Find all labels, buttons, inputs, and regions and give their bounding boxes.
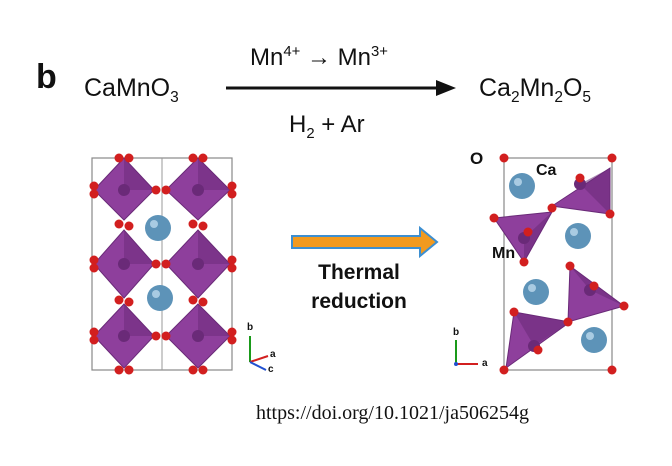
mn-octahedron: [165, 303, 231, 369]
mn-polyhedron: [505, 311, 572, 370]
axis-a-label-left: a: [270, 349, 276, 360]
mn-octahedron: [93, 157, 155, 221]
mn-octahedron: [93, 229, 155, 299]
reaction-conditions-label: H2 + Ar: [289, 111, 365, 142]
axis-a-label-right: a: [482, 358, 488, 369]
mn-octahedron: [165, 157, 231, 221]
ca-atom: [565, 223, 591, 249]
axis-b-label-left: b: [247, 322, 254, 333]
panel-letter: b: [36, 58, 57, 96]
ca-atom: [145, 215, 171, 241]
mn-octahedron: [93, 303, 155, 369]
mn-octahedron: [165, 229, 231, 299]
oxygen-label: O: [470, 149, 484, 168]
oxygen-atoms: [489, 153, 629, 375]
reactant-formula: CaMnO3: [84, 74, 179, 106]
product-formula: Ca2Mn2O5: [479, 74, 592, 106]
axis-b-label-right: b: [453, 327, 460, 338]
axis-triad-right: [454, 340, 478, 366]
thermal-reduction-arrow: [291, 225, 439, 259]
camno3-structure: [89, 153, 269, 375]
oxidation-change-label: Mn4+ → Mn3+: [250, 44, 388, 71]
axis-triad-left: [249, 336, 269, 371]
manganese-label: Mn: [492, 245, 516, 262]
thermal-reduction-label: Thermal reduction: [311, 261, 407, 313]
ca-atom: [509, 173, 535, 199]
doi-link-text: https://doi.org/10.1021/ja506254g: [256, 402, 529, 424]
mn-polyhedron: [567, 265, 626, 323]
oxygen-atoms: [89, 153, 237, 375]
ca-atom: [147, 285, 173, 311]
reaction-arrow: [226, 80, 456, 96]
ca-atom: [523, 279, 549, 305]
ca-atom: [581, 327, 607, 353]
calcium-label: Ca: [536, 162, 557, 179]
axis-c-label-left: c: [268, 364, 274, 375]
ca2mn2o5-structure: [454, 153, 629, 375]
